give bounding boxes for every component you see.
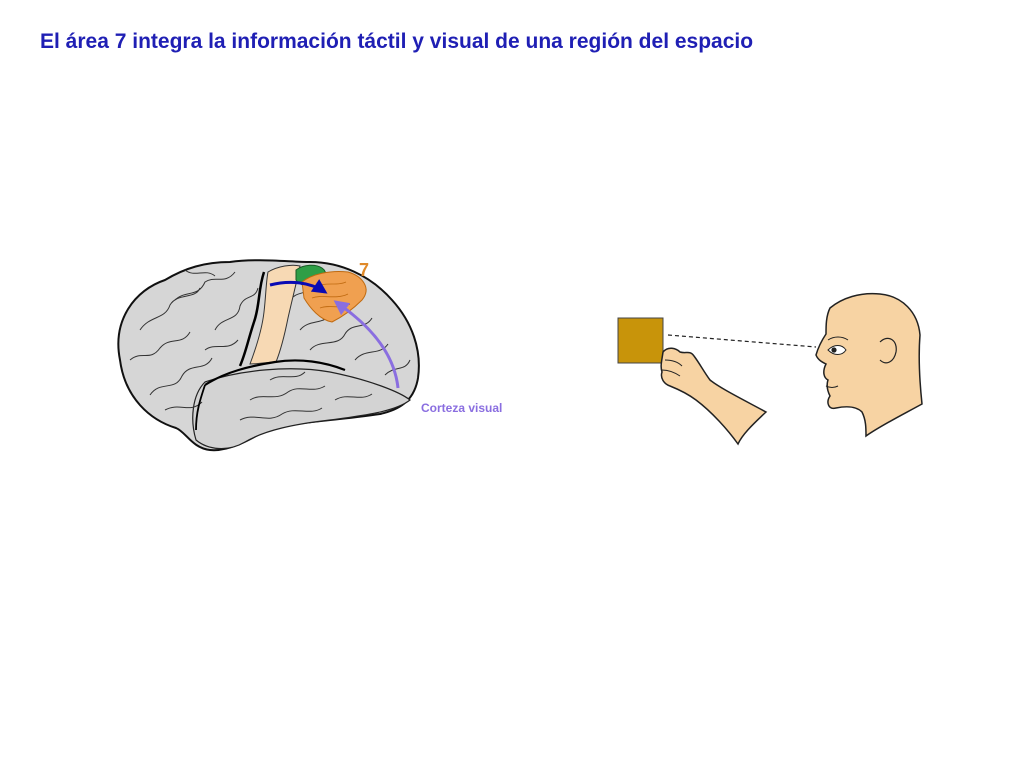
lateral-sulcus-branch: [195, 384, 206, 431]
central-sulcus: [238, 271, 266, 367]
lateral-sulcus: [204, 359, 346, 386]
object-square: [617, 317, 664, 364]
reaching-arm: [660, 347, 768, 446]
eyebrow: [827, 336, 849, 341]
tactile-pathway-arrow: [269, 279, 328, 294]
brain-illustration: 7 Corteza visual: [117, 259, 502, 452]
visual-pathway-arrow: [333, 300, 400, 389]
eye-icon: [827, 345, 847, 355]
pupil: [831, 347, 837, 353]
reaching-scene: [617, 292, 923, 446]
area-7-label: 7: [359, 260, 369, 280]
visual-cortex-label: Corteza visual: [421, 401, 502, 415]
slide-title: El área 7 integra la información táctil …: [40, 30, 754, 53]
ear: [879, 337, 897, 364]
line-of-sight: [667, 334, 817, 348]
hand-fingers: [661, 359, 683, 377]
observer-head: [815, 292, 923, 438]
temporal-lobe: [192, 368, 411, 450]
mouth: [825, 385, 839, 388]
